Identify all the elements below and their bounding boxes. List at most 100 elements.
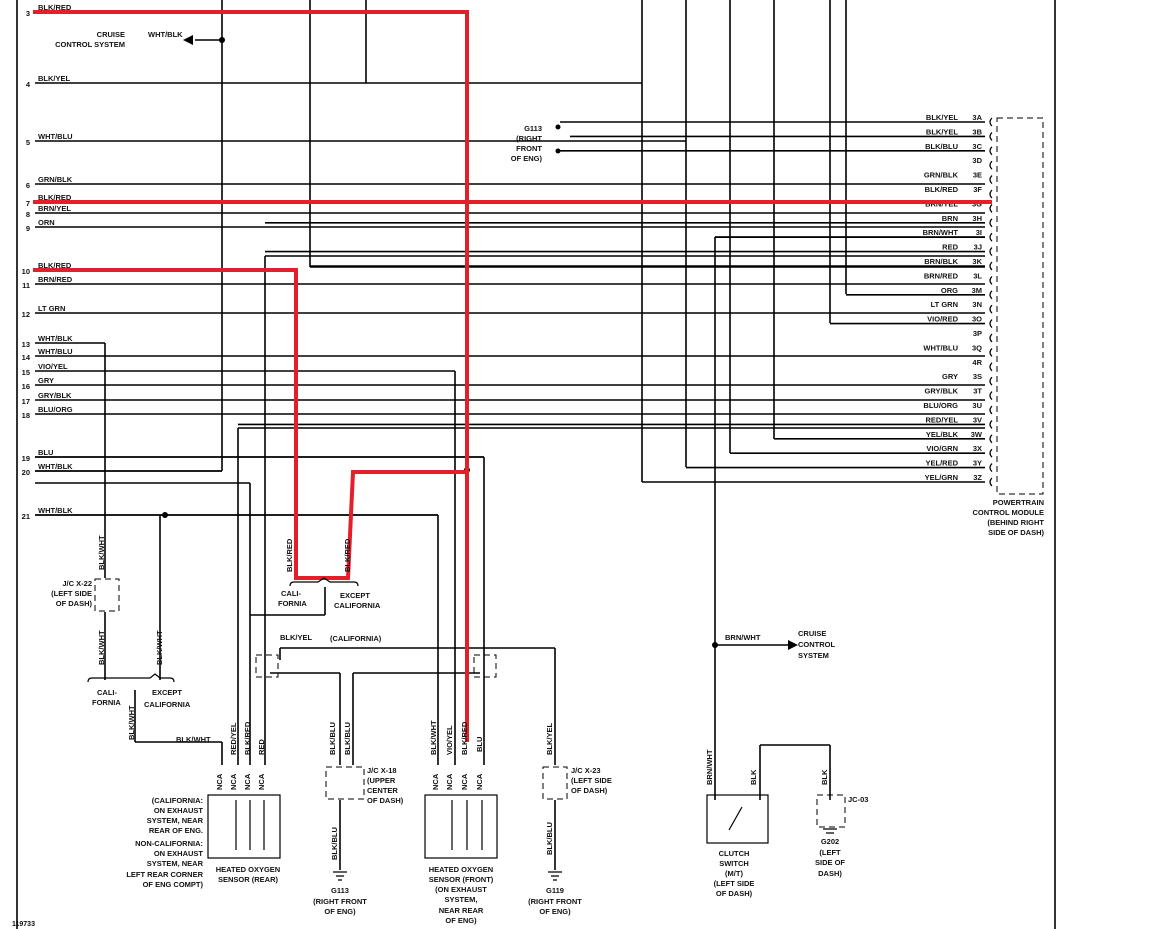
pcm-pin-number: 3E bbox=[973, 171, 982, 180]
pcm-pin-number: 3K bbox=[972, 257, 982, 266]
svg-text:CONTROL MODULE: CONTROL MODULE bbox=[972, 508, 1044, 517]
pcm-wire-color: BLU/ORG bbox=[923, 401, 958, 410]
svg-text:OF DASH): OF DASH) bbox=[716, 889, 753, 898]
left-pin-number: 20 bbox=[22, 468, 30, 477]
g202-label: G202 (LEFT SIDE OF DASH) bbox=[815, 837, 845, 878]
svg-text:EXCEPT: EXCEPT bbox=[340, 591, 370, 600]
pcm-terminal-icon bbox=[989, 232, 993, 242]
svg-text:(LEFT SIDE: (LEFT SIDE bbox=[714, 879, 755, 888]
jc-03-box bbox=[816, 794, 846, 828]
cruise-top-wire: WHT/BLK bbox=[148, 30, 183, 39]
pcm-wire-color: YEL/RED bbox=[925, 459, 958, 468]
nca-labels: NCA NCA NCA NCA NCA NCA NCA NCA bbox=[215, 773, 484, 790]
pcm-wire-color: BLK/RED bbox=[925, 185, 959, 194]
pcm-pin-number: 3B bbox=[972, 127, 982, 136]
cruise-right-label-3: SYSTEM bbox=[798, 651, 829, 660]
front-sensor-name: HEATED OXYGEN SENSOR (FRONT) (ON EXHAUST… bbox=[429, 865, 494, 925]
cruise-right-label-1: CRUISE bbox=[798, 629, 826, 638]
svg-text:SYSTEM, NEAR: SYSTEM, NEAR bbox=[147, 816, 204, 825]
svg-text:(RIGHT FRONT: (RIGHT FRONT bbox=[313, 897, 367, 906]
left-wire-color: BRN/RED bbox=[38, 275, 73, 284]
svg-text:DASH): DASH) bbox=[818, 869, 842, 878]
svg-text:BLU: BLU bbox=[475, 737, 484, 752]
svg-text:OF ENG): OF ENG) bbox=[324, 907, 356, 916]
left-pin-number: 3 bbox=[26, 9, 30, 18]
pcm-terminal-icon bbox=[989, 405, 993, 415]
left-pin-number: 12 bbox=[22, 310, 30, 319]
pcm-wire-color: BRN bbox=[942, 214, 958, 223]
pcm-wire-color: GRN/BLK bbox=[924, 171, 959, 180]
rear-sensor-name: HEATED OXYGEN SENSOR (REAR) bbox=[216, 865, 280, 884]
svg-text:OF DASH): OF DASH) bbox=[367, 796, 404, 805]
svg-text:SIDE OF: SIDE OF bbox=[815, 858, 845, 867]
left-wire-color: GRY/BLK bbox=[38, 391, 72, 400]
svg-text:HEATED OXYGEN: HEATED OXYGEN bbox=[429, 865, 493, 874]
pcm-pin-number: 3W bbox=[971, 430, 983, 439]
cruise-right-label-2: CONTROL bbox=[798, 640, 835, 649]
left-pin-number: 5 bbox=[26, 138, 30, 147]
pcm-pin-number: 4R bbox=[972, 358, 982, 367]
svg-text:FORNIA: FORNIA bbox=[278, 599, 307, 608]
pcm-pin-number: 3N bbox=[972, 300, 982, 309]
svg-text:BLK/YEL: BLK/YEL bbox=[545, 722, 554, 755]
g113-top-label: (RIGHT bbox=[516, 134, 542, 143]
svg-text:SYSTEM, NEAR: SYSTEM, NEAR bbox=[147, 859, 204, 868]
svg-text:BLK/RED: BLK/RED bbox=[243, 721, 252, 755]
pcm-pin-number: 3X bbox=[973, 444, 982, 453]
svg-text:NCA: NCA bbox=[229, 773, 238, 790]
svg-text:J/C X-23: J/C X-23 bbox=[571, 766, 601, 775]
left-wire-color: GRN/BLK bbox=[38, 175, 73, 184]
svg-text:BLK/WHT: BLK/WHT bbox=[176, 735, 211, 744]
pcm-terminal-icon bbox=[989, 333, 993, 343]
brace-left bbox=[87, 673, 175, 683]
svg-text:BLK/WHT: BLK/WHT bbox=[429, 720, 438, 755]
sensor-rear-elements-icon bbox=[235, 800, 265, 850]
svg-text:SWITCH: SWITCH bbox=[719, 859, 749, 868]
pcm-wire-color: BRN/BLK bbox=[924, 257, 958, 266]
svg-text:NEAR REAR: NEAR REAR bbox=[439, 906, 484, 915]
pcm-wire-color: RED/YEL bbox=[925, 415, 958, 424]
pcm-pin-number: 3C bbox=[972, 142, 982, 151]
pcm-terminal-icon bbox=[989, 131, 993, 141]
left-wire-color: BLU bbox=[38, 448, 53, 457]
left-pin-number: 16 bbox=[22, 382, 30, 391]
left-pin-number: 17 bbox=[22, 397, 30, 406]
pcm-wire-color: GRY/BLK bbox=[925, 387, 959, 396]
pcm-pin-number: 3S bbox=[973, 372, 982, 381]
jc-x23-box bbox=[542, 766, 568, 800]
left-pin-number: 11 bbox=[22, 281, 30, 290]
splice-dots bbox=[162, 37, 718, 648]
svg-text:BLK/BLU: BLK/BLU bbox=[330, 827, 339, 860]
left-pin-number: 13 bbox=[22, 340, 30, 349]
pcm-wire-color: GRY bbox=[942, 372, 958, 381]
pcm-pin-number: 3D bbox=[972, 156, 982, 165]
svg-text:NON-CALIFORNIA:: NON-CALIFORNIA: bbox=[135, 839, 203, 848]
pcm-box bbox=[996, 117, 1044, 495]
svg-text:NCA: NCA bbox=[445, 773, 454, 790]
svg-text:BLK/RED: BLK/RED bbox=[460, 721, 469, 755]
left-wire-color: BRN/YEL bbox=[38, 204, 71, 213]
g119-label: G119 (RIGHT FRONT OF ENG) bbox=[528, 886, 582, 916]
left-wire-color: LT GRN bbox=[38, 304, 65, 313]
left-connector-wires: 3BLK/RED4BLK/YEL5WHT/BLU6GRN/BLK7BLK/RED… bbox=[22, 3, 985, 521]
svg-text:G119: G119 bbox=[546, 886, 564, 895]
svg-text:BLK/RED: BLK/RED bbox=[285, 538, 294, 572]
pcm-terminal-icon bbox=[989, 477, 993, 487]
pcm-wire-color: BRN/RED bbox=[924, 271, 959, 280]
pcm-wire-color: VIO/GRN bbox=[926, 444, 958, 453]
pcm-wire-color: LT GRN bbox=[931, 300, 958, 309]
svg-text:ON EXHAUST: ON EXHAUST bbox=[154, 849, 204, 858]
sensor-front-elements-icon bbox=[451, 800, 483, 850]
svg-text:CALI-: CALI- bbox=[281, 589, 301, 598]
svg-text:NCA: NCA bbox=[431, 773, 440, 790]
svg-text:(M/T): (M/T) bbox=[725, 869, 743, 878]
svg-text:OF DASH): OF DASH) bbox=[56, 599, 93, 608]
pcm-terminal-icon bbox=[989, 160, 993, 170]
pcm-terminal-icon bbox=[989, 275, 993, 285]
svg-text:J/C X-22: J/C X-22 bbox=[62, 579, 92, 588]
pcm-pin-number: 3Z bbox=[973, 473, 982, 482]
svg-text:SYSTEM,: SYSTEM, bbox=[445, 895, 478, 904]
g113-label: G113 (RIGHT FRONT OF ENG) bbox=[313, 886, 367, 916]
